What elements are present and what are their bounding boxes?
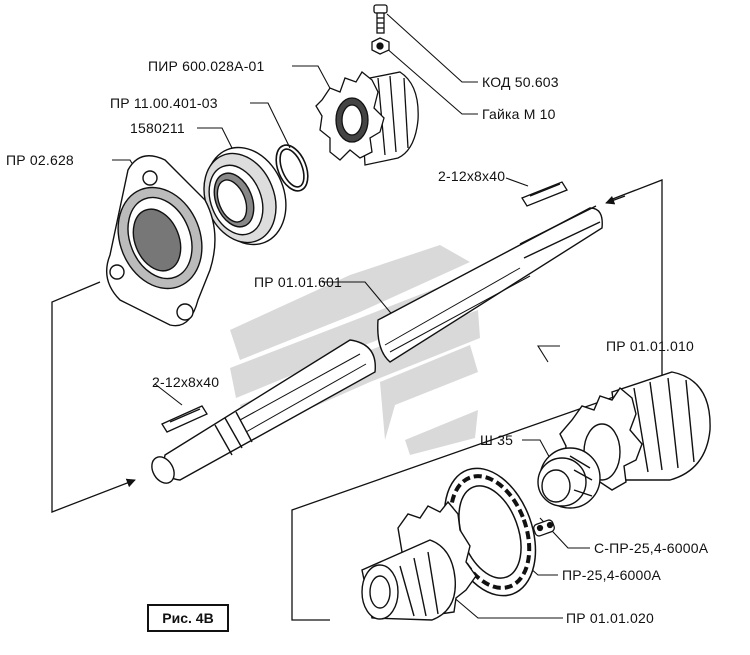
bushing-part bbox=[537, 447, 601, 509]
conical-sprocket-part bbox=[361, 500, 477, 621]
key-left-part bbox=[161, 405, 208, 433]
label-shaft: ПР 01.01.601 bbox=[254, 274, 342, 290]
label-bolt: КОД 50.603 bbox=[482, 74, 559, 90]
label-flange-housing: ПР 02.628 bbox=[6, 152, 74, 168]
label-bushing: Ш 35 bbox=[480, 432, 514, 448]
label-key-left: 2-12х8х40 bbox=[152, 374, 220, 390]
snap-ring-part bbox=[275, 144, 309, 192]
shaft-part bbox=[151, 205, 603, 484]
figure-caption: Рис. 4В bbox=[147, 604, 229, 632]
label-snap-ring: ПР 11.00.401-03 bbox=[110, 95, 218, 111]
label-roller-chain: ПР-25,4-6000А bbox=[562, 567, 662, 583]
label-conical-sprocket: ПР 01.01.020 bbox=[566, 610, 654, 626]
label-bearing: 1580211 bbox=[130, 120, 185, 136]
label-sprocket-hub: ПР 01.01.010 bbox=[606, 338, 694, 354]
bearing-part bbox=[203, 146, 287, 246]
flange-housing-part bbox=[106, 155, 216, 327]
nut-part bbox=[371, 37, 390, 55]
top-sprocket-part bbox=[315, 71, 419, 166]
bolt-part bbox=[373, 4, 388, 34]
label-chain-connector: С-ПР-25,4-6000А bbox=[594, 540, 709, 556]
key-top-part bbox=[521, 181, 568, 207]
label-key-top: 2-12х8х40 bbox=[438, 168, 506, 184]
assembly-guide-lines bbox=[51, 179, 663, 621]
label-nut: Гайка М 10 bbox=[482, 106, 556, 122]
label-pir-sprocket: ПИР 600.028А-01 bbox=[148, 58, 265, 74]
chain-connector-part bbox=[533, 519, 555, 537]
